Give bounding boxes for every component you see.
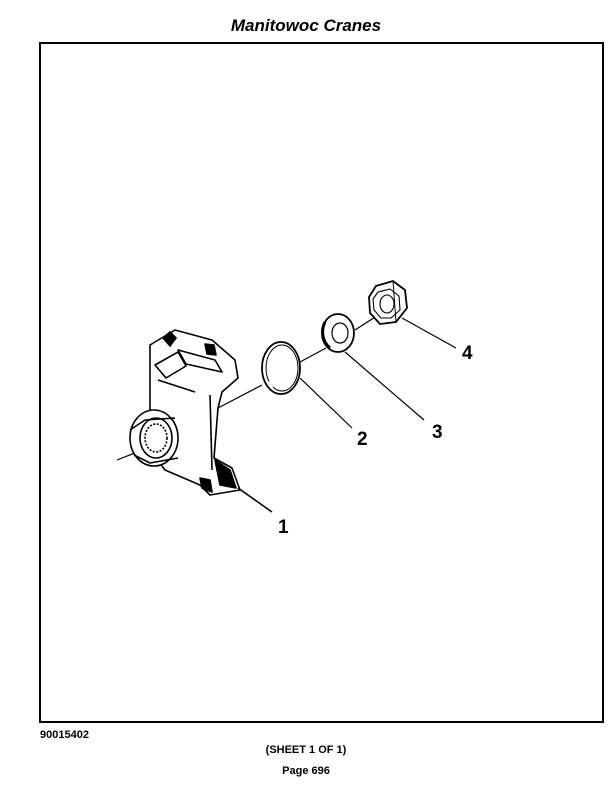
page-number: Page 696	[282, 765, 330, 777]
drawing-number: 90015402	[40, 729, 89, 741]
callout-4: 4	[462, 343, 473, 364]
callout-2: 2	[357, 429, 368, 450]
sheet-label: (SHEET 1 OF 1)	[265, 744, 347, 756]
part-3-washer	[321, 313, 425, 421]
callout-3: 3	[432, 422, 443, 443]
part-4-hex-nut	[368, 280, 457, 349]
callout-1: 1	[278, 517, 289, 538]
part-1-housing	[129, 329, 273, 513]
diagram-frame	[39, 42, 604, 723]
page-title: Manitowoc Cranes	[230, 16, 382, 35]
part-2-snap-ring	[261, 341, 353, 429]
